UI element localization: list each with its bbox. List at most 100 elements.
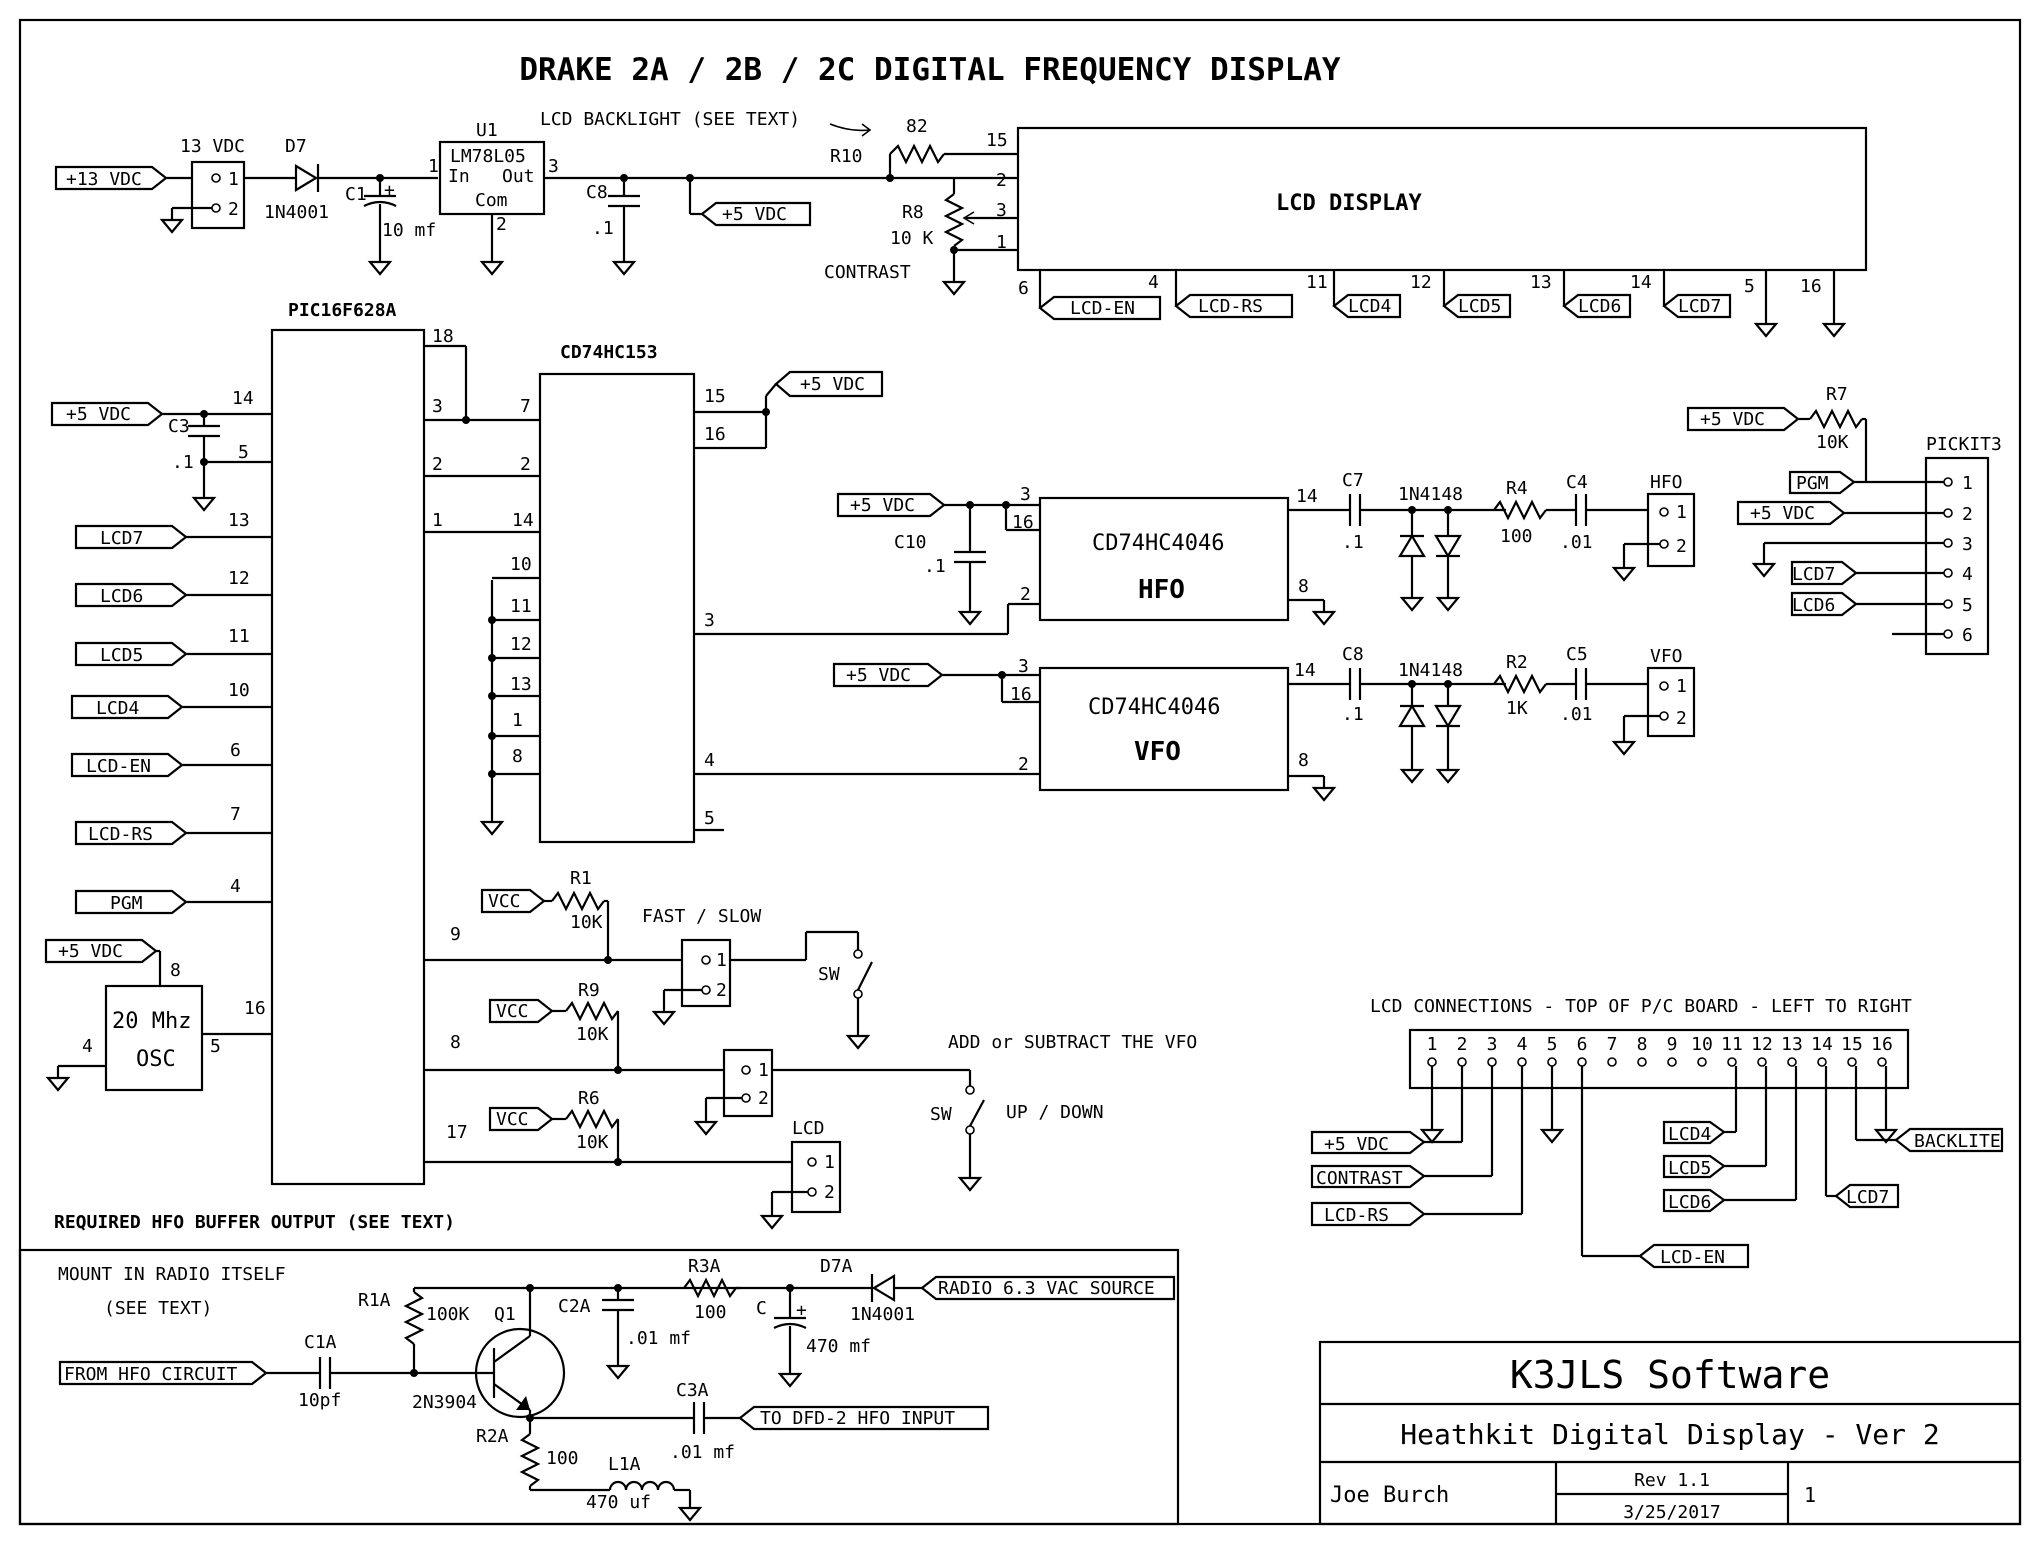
lcd-conn-pin-13: 13 (1781, 1034, 1803, 1055)
resistor-r1 (551, 890, 605, 912)
vfo-conn-pin-1: 1 (1676, 676, 1687, 697)
mux-vdd-label: +5 VDC (800, 374, 865, 395)
lcd-select-pin-1: 1 (824, 1152, 835, 1173)
pic-pin-2: 2 (432, 454, 443, 475)
mux-pin-1: 1 (512, 710, 523, 731)
lcd-conn-tag-5vdc-label: +5 VDC (1324, 1134, 1389, 1155)
lcd-conn-tag-en (1638, 1243, 1750, 1269)
add-sub-pin-1: 1 (758, 1060, 769, 1081)
r7-value: 10K (1816, 432, 1849, 453)
lcd-select-pin-2: 2 (824, 1182, 835, 1203)
mux-pin-11: 11 (510, 596, 532, 617)
pic-pin-8: 8 (450, 1032, 461, 1053)
to-dfd-tag (738, 1405, 990, 1431)
d7a-part: 1N4001 (850, 1304, 915, 1325)
resistor-r9 (565, 1000, 619, 1022)
pic-pin-14: 14 (232, 388, 254, 409)
pic-label: PIC16F628A (288, 300, 397, 321)
c1-value: 10 mf (382, 220, 436, 241)
c-plus: + (796, 1300, 807, 1321)
u1-label: U1 (476, 120, 498, 141)
c1a-value: 10pf (298, 1390, 341, 1411)
pic-pin-13: 13 (228, 510, 250, 531)
pic-tag-lcd6 (74, 582, 188, 608)
mux-pin-4: 4 (704, 750, 715, 771)
radio-source-tag (920, 1275, 1176, 1301)
hfo-conn-pin-2: 2 (1676, 536, 1687, 557)
mux-pin-5: 5 (704, 808, 715, 829)
lcd-conn-pin-hole-6 (1577, 1057, 1587, 1067)
c8-power-value: .1 (592, 218, 614, 239)
lcd-conn-pin-9: 9 (1667, 1034, 1678, 1055)
mux-pin-8: 8 (512, 746, 523, 767)
c4-label: C4 (1566, 472, 1588, 493)
pic-vdd-label: +5 VDC (66, 404, 131, 425)
pickit-pin-5: 5 (1962, 595, 1973, 616)
pic-pin-4: 4 (230, 876, 241, 897)
pic-pin-1: 1 (432, 510, 443, 531)
lcd-tag-en-label: LCD-EN (1070, 298, 1135, 319)
pickit-tag-pgm (1788, 470, 1856, 495)
pic-tag-lcden (70, 752, 184, 778)
lcd-conn-pin-14: 14 (1811, 1034, 1833, 1055)
c3-value: .1 (172, 452, 194, 473)
lcd-display-section: LCD DISPLAY 82 R10 15 2 3 1 R8 10 K CONT… (824, 116, 1868, 338)
r1a-value: 100K (426, 1304, 470, 1325)
lcd-tag-7-label: LCD7 (1678, 296, 1721, 317)
pic-pin-5: 5 (238, 442, 249, 463)
lcd-tag-rs (1174, 293, 1294, 319)
lcd-conn-tag-7 (1834, 1183, 1900, 1209)
resistor-r1a (403, 1291, 425, 1345)
osc-vdd-tag (44, 938, 158, 964)
l1a-value: 470 uf (586, 1492, 651, 1513)
pickit3-header (1924, 456, 1990, 656)
pickit-pin-2: 2 (1962, 504, 1973, 525)
pic-pin-12: 12 (228, 568, 250, 589)
up-down-sw-label: SW (930, 1104, 952, 1125)
lcd-conn-pin-16: 16 (1871, 1034, 1893, 1055)
pot-r8 (943, 193, 965, 247)
resistor-r2a (519, 1433, 541, 1487)
q1-label: Q1 (494, 1304, 516, 1325)
pickit-section: PICKIT3 +5 VDC R7 10K PGM +5 VDC LCD7 LC… (1686, 384, 2002, 656)
c3a-label: C3A (676, 1380, 709, 1401)
lcd-bottom-pin-5: 5 (1744, 276, 1755, 297)
diode-d7a (871, 1274, 896, 1302)
lcd-conn-tag-contrast-label: CONTRAST (1316, 1168, 1403, 1189)
oscillator-20mhz (104, 984, 204, 1092)
d7a-label: D7A (820, 1256, 853, 1277)
mux-pin-16: 16 (704, 424, 726, 445)
d7-part: 1N4001 (264, 202, 329, 223)
lcd-tag-en (1038, 295, 1162, 321)
add-sub-connector (722, 1048, 774, 1118)
backlight-arrow (829, 123, 872, 137)
vfo-pin-8: 8 (1298, 750, 1309, 771)
pickit-tag-lcd7 (1790, 560, 1858, 586)
vfo-vdd-tag (832, 662, 944, 688)
lcd-pin-1: 1 (996, 232, 1007, 253)
c-value: 470 mf (806, 1336, 871, 1357)
c1a-label: C1A (304, 1332, 337, 1353)
c10-label: C10 (894, 532, 927, 553)
pickit-tag-lcd7-label: LCD7 (1792, 564, 1835, 585)
title-block: K3JLS Software Heathkit Digital Display … (1318, 1340, 2022, 1526)
pickit-vdd-label: +5 VDC (1700, 409, 1765, 430)
r1-label: R1 (570, 868, 592, 889)
title-block-rev: Rev 1.1 (1634, 1470, 1710, 1491)
lcd-bottom-pin-16: 16 (1800, 276, 1822, 297)
mux-pin-15: 15 (704, 386, 726, 407)
hfo-section: CD74HC4046 HFO +5 VDC 3 16 C10 .1 2 14 C… (836, 470, 1696, 634)
up-down-label: UP / DOWN (1006, 1102, 1104, 1123)
lcd-tag-5 (1442, 293, 1512, 319)
lcd-conn-pin-3: 3 (1487, 1034, 1498, 1055)
r7-label: R7 (1826, 384, 1848, 405)
u1-in: In (448, 166, 470, 187)
hfo-conn-pin-1: 1 (1676, 502, 1687, 523)
radio-source-label: RADIO 6.3 VAC SOURCE (938, 1278, 1155, 1299)
lcd-conn-pin-2: 2 (1457, 1034, 1468, 1055)
c1-plus: + (384, 180, 395, 201)
add-sub-label: ADD or SUBTRACT THE VFO (948, 1032, 1197, 1053)
l1a-label: L1A (608, 1454, 641, 1475)
pic-tag-lcd5 (74, 641, 188, 667)
lcd-pin-15: 15 (986, 130, 1008, 151)
